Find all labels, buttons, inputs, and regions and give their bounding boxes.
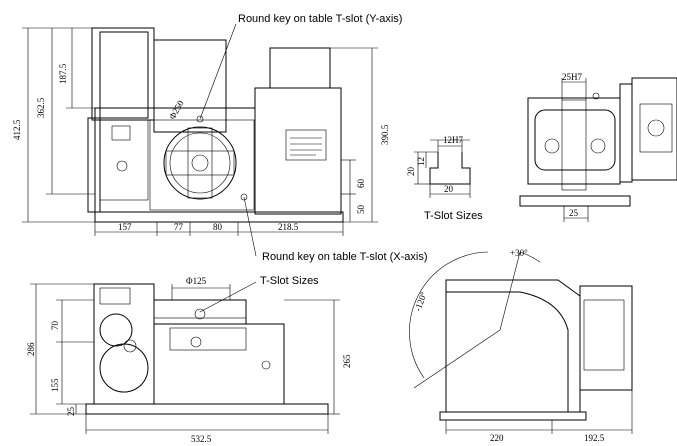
- right-housing: [254, 87, 342, 215]
- side-motor: [631, 77, 677, 181]
- tslot-h20: 20: [406, 167, 416, 177]
- dim-25: 25: [66, 407, 76, 417]
- left-flange: [87, 117, 101, 213]
- leader-y-axis: [199, 23, 237, 120]
- body-outline: [94, 107, 256, 213]
- tilt-body: [445, 279, 581, 413]
- dim-220: 220: [490, 433, 504, 443]
- side-base: [519, 195, 631, 207]
- slot-width: 12H7: [443, 135, 463, 145]
- side-bolt-left: [544, 138, 560, 154]
- tilt-table-arc: [446, 291, 569, 412]
- tilt-base: [439, 411, 587, 421]
- angle-plus: +30°: [510, 248, 528, 258]
- dim-155: 155: [50, 378, 60, 392]
- dim-412-5: 412.5: [12, 119, 22, 140]
- gearbox: [99, 119, 149, 201]
- tilt-axis-minus: [413, 329, 501, 389]
- side-flange: [619, 83, 633, 183]
- front-base: [85, 403, 329, 415]
- tslot-profile: [429, 152, 471, 185]
- front-connector: [99, 287, 131, 305]
- dim-265: 265: [342, 354, 352, 368]
- tilt-motor: [579, 285, 633, 391]
- tilt-plate: [583, 299, 625, 371]
- tslot-bottom-20: 20: [444, 184, 454, 194]
- top-view: 157 77 80 218.5 412.5 362.5 187.5 390.5 …: [12, 27, 390, 236]
- front-upper-disc: [99, 313, 133, 347]
- callout-x-axis: Round key on table T-slot (X-axis): [262, 251, 427, 263]
- motor-cover: [153, 39, 227, 133]
- dia-250: Φ250: [167, 98, 186, 121]
- side-top-width: 25H7: [562, 72, 582, 82]
- dim-80: 80: [213, 222, 223, 232]
- dia-125: Φ125: [186, 276, 207, 286]
- round-key-x: [240, 193, 248, 201]
- side-detail: 25H7 25: [519, 72, 677, 222]
- motor-inner: [99, 31, 149, 119]
- center-bore: [191, 154, 209, 172]
- arc-minus: [409, 251, 489, 379]
- tslot-sizes-label: T-Slot Sizes: [424, 210, 483, 222]
- dim-532-5: 532.5: [191, 434, 212, 444]
- connector: [111, 125, 131, 141]
- front-spindle: [169, 327, 247, 351]
- dim-187-5: 187.5: [58, 63, 68, 84]
- motor-housing: [91, 27, 155, 121]
- round-key-y: [196, 115, 204, 123]
- side-bolt-right: [590, 138, 606, 154]
- tilt-axis-plus: [499, 251, 521, 331]
- leader-x-axis: [243, 196, 257, 257]
- dim-362-5: 362.5: [36, 97, 46, 118]
- front-knob: [123, 339, 137, 353]
- side-plate: [639, 103, 673, 153]
- front-lower-disc: [99, 343, 149, 393]
- dim-390-5: 390.5: [380, 124, 390, 145]
- front-spindle-nut: [190, 336, 202, 348]
- table-plate: [149, 119, 255, 211]
- rotary-table: [163, 126, 237, 200]
- right-top-block: [269, 47, 331, 89]
- dim-192-5: 192.5: [584, 433, 605, 443]
- front-plug: [261, 360, 271, 370]
- dim-286: 286: [26, 342, 36, 356]
- tslot-sizes-front: T-Slot Sizes: [260, 275, 319, 287]
- side-bottom-width: 25: [569, 208, 579, 218]
- front-body: [153, 323, 285, 405]
- dim-77: 77: [174, 222, 184, 232]
- callout-y-axis: Round key on table T-slot (Y-axis): [238, 13, 402, 25]
- side-table: [534, 109, 616, 171]
- tslot-h12: 12: [416, 157, 426, 166]
- side-slot: [561, 99, 587, 191]
- dim-50: 50: [356, 205, 366, 215]
- leader-tslot-front: [199, 281, 257, 313]
- arc-plus: [519, 251, 541, 263]
- base-plate: [94, 211, 344, 223]
- knob: [116, 160, 128, 172]
- tslot-vertical: [187, 127, 213, 199]
- tslot-horizontal: [165, 150, 235, 176]
- dim-157: 157: [118, 222, 132, 232]
- tilt-view: +30° -120° 220 192.5: [409, 248, 633, 443]
- side-pin: [592, 92, 600, 100]
- angle-minus: -120°: [412, 290, 428, 313]
- front-center-mark: [194, 308, 206, 320]
- dim-60: 60: [356, 179, 366, 189]
- rotary-table-inner: [169, 132, 231, 194]
- dim-70: 70: [50, 321, 60, 331]
- dim-218-5: 218.5: [278, 222, 299, 232]
- side-bore: [647, 119, 665, 137]
- nameplate: [285, 129, 327, 161]
- front-view: 532.5 Φ125 286 70 155 25 265: [26, 276, 352, 444]
- tslot-detail: 12H7 20 12 20 T-Slot Sizes: [406, 135, 483, 222]
